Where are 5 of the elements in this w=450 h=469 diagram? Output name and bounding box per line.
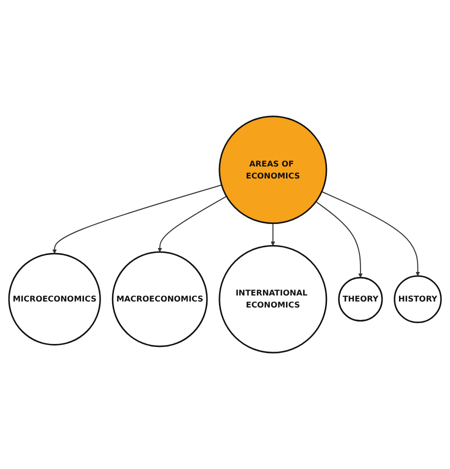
arrow [270, 222, 276, 246]
arrow [321, 191, 420, 276]
arrow [52, 184, 222, 254]
arrow [158, 196, 227, 252]
arrow [315, 201, 363, 278]
